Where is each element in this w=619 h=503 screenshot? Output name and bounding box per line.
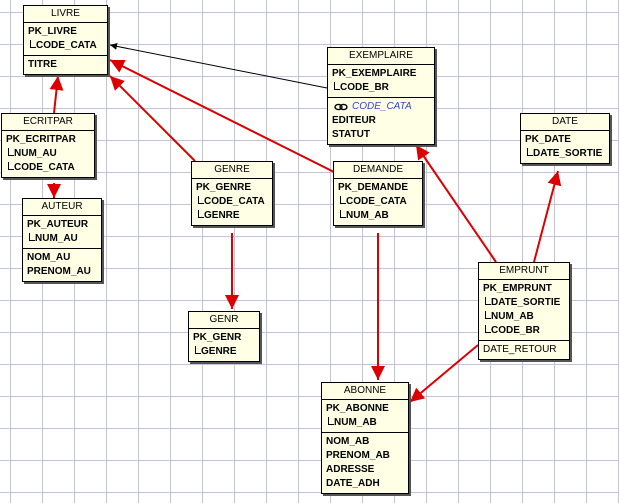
link-emprunt-abonne[interactable] — [409, 344, 479, 403]
link-emprunt-date[interactable] — [533, 170, 562, 263]
primary-key: PK_EMPRUNT — [483, 283, 552, 294]
key-field: DATE_SORTIE — [483, 296, 565, 310]
entity-abonne[interactable]: ABONNE PK_ABONNE NUM_AB NOM_AB PRENOM_AB… — [321, 382, 409, 494]
primary-key: PK_ABONNE — [326, 403, 389, 414]
key-field: NUM_AB — [338, 209, 418, 223]
foreign-field: CODE_CATA — [332, 100, 430, 114]
primary-key: PK_EXEMPLAIRE — [332, 68, 417, 79]
key-section: PK_ECRITPAR NUM_AU CODE_CATA — [2, 131, 94, 177]
key-section: PK_GENRE CODE_CATA GENRE — [192, 179, 272, 225]
key-field: NUM_AB — [483, 310, 565, 324]
key-section: PK_ABONNE NUM_AB — [322, 400, 408, 432]
field-section: DATE_RETOUR — [479, 340, 569, 359]
key-section: PK_GENR GENRE — [189, 329, 259, 361]
link-emprunt-exemplaire[interactable] — [415, 144, 497, 263]
field-section: NOM_AU PRENOM_AU — [23, 248, 101, 281]
entity-title: DEMANDE — [334, 162, 422, 179]
entity-demande[interactable]: DEMANDE PK_DEMANDE CODE_CATA NUM_AB — [333, 161, 423, 226]
key-field: NUM_AB — [326, 416, 404, 430]
entity-title: LIVRE — [24, 6, 107, 23]
entity-ecritpar[interactable]: ECRITPAR PK_ECRITPAR NUM_AU CODE_CATA — [1, 113, 95, 178]
link-genre-livre[interactable] — [109, 75, 196, 162]
entity-livre[interactable]: LIVRE PK_LIVRE CODE_CATA TITRE — [23, 5, 108, 75]
entity-date[interactable]: DATE PK_DATE DATE_SORTIE — [520, 113, 610, 164]
link-demande-livre[interactable] — [109, 59, 335, 173]
field: ADRESSE — [326, 464, 375, 475]
entity-genre[interactable]: GENRE PK_GENRE CODE_CATA GENRE — [191, 161, 273, 226]
primary-key: PK_LIVRE — [28, 26, 77, 37]
key-section: PK_AUTEUR NUM_AU — [23, 216, 101, 248]
link-exemplaire-livre[interactable] — [109, 42, 328, 89]
entity-title: GENRE — [192, 162, 272, 179]
key-section: PK_EXEMPLAIRE CODE_BR — [328, 65, 434, 97]
entity-title: DATE — [521, 114, 609, 131]
foreign-field-label: CODE_CATA — [352, 101, 412, 112]
key-section: PK_DATE DATE_SORTIE — [521, 131, 609, 163]
key-field: DATE_SORTIE — [525, 147, 605, 161]
key-field: NUM_AU — [27, 232, 97, 246]
primary-key: PK_DEMANDE — [338, 182, 409, 193]
key-section: PK_EMPRUNT DATE_SORTIE NUM_AB CODE_BR — [479, 280, 569, 340]
field-section: CODE_CATA EDITEUR STATUT — [328, 97, 434, 144]
key-field: CODE_CATA — [6, 161, 90, 175]
field: TITRE — [28, 59, 57, 70]
key-section: PK_DEMANDE CODE_CATA NUM_AB — [334, 179, 422, 225]
entity-title: EXEMPLAIRE — [328, 48, 434, 65]
field-section: NOM_AB PRENOM_AB ADRESSE DATE_ADH — [322, 432, 408, 493]
field: NOM_AU — [27, 252, 71, 263]
key-field: CODE_CATA — [338, 195, 418, 209]
key-field: NUM_AU — [6, 147, 90, 161]
primary-key: PK_AUTEUR — [27, 219, 89, 230]
primary-key: PK_ECRITPAR — [6, 134, 76, 145]
key-field: GENRE — [196, 209, 268, 223]
field: DATE_RETOUR — [483, 344, 557, 355]
entity-title: ABONNE — [322, 383, 408, 400]
entity-title: GENR — [189, 312, 259, 329]
entity-exemplaire[interactable]: EXEMPLAIRE PK_EXEMPLAIRE CODE_BR CODE_CA… — [327, 47, 435, 145]
primary-key: PK_GENR — [193, 332, 242, 343]
key-field: GENRE — [193, 345, 255, 359]
key-field: CODE_BR — [483, 324, 565, 338]
field-section: TITRE — [24, 55, 107, 74]
field: PRENOM_AB — [326, 450, 390, 461]
link-ecritpar-livre[interactable] — [49, 75, 64, 114]
entity-emprunt[interactable]: EMPRUNT PK_EMPRUNT DATE_SORTIE NUM_AB CO… — [478, 262, 570, 360]
key-field: CODE_CATA — [196, 195, 268, 209]
field: PRENOM_AU — [27, 266, 91, 277]
primary-key: PK_GENRE — [196, 182, 252, 193]
key-field: CODE_CATA — [28, 39, 103, 53]
entity-title: EMPRUNT — [479, 263, 569, 280]
field: DATE_ADH — [326, 478, 380, 489]
entity-auteur[interactable]: AUTEUR PK_AUTEUR NUM_AU NOM_AU PRENOM_AU — [22, 198, 102, 282]
entity-title: AUTEUR — [23, 199, 101, 216]
field: STATUT — [332, 129, 370, 140]
field: NOM_AB — [326, 436, 370, 447]
entity-genr[interactable]: GENR PK_GENR GENRE — [188, 311, 260, 362]
field: EDITEUR — [332, 115, 376, 126]
primary-key: PK_DATE — [525, 134, 571, 145]
key-section: PK_LIVRE CODE_CATA — [24, 23, 107, 55]
entity-title: ECRITPAR — [2, 114, 94, 131]
key-field: CODE_BR — [332, 81, 430, 95]
chain-link-icon — [334, 103, 348, 111]
